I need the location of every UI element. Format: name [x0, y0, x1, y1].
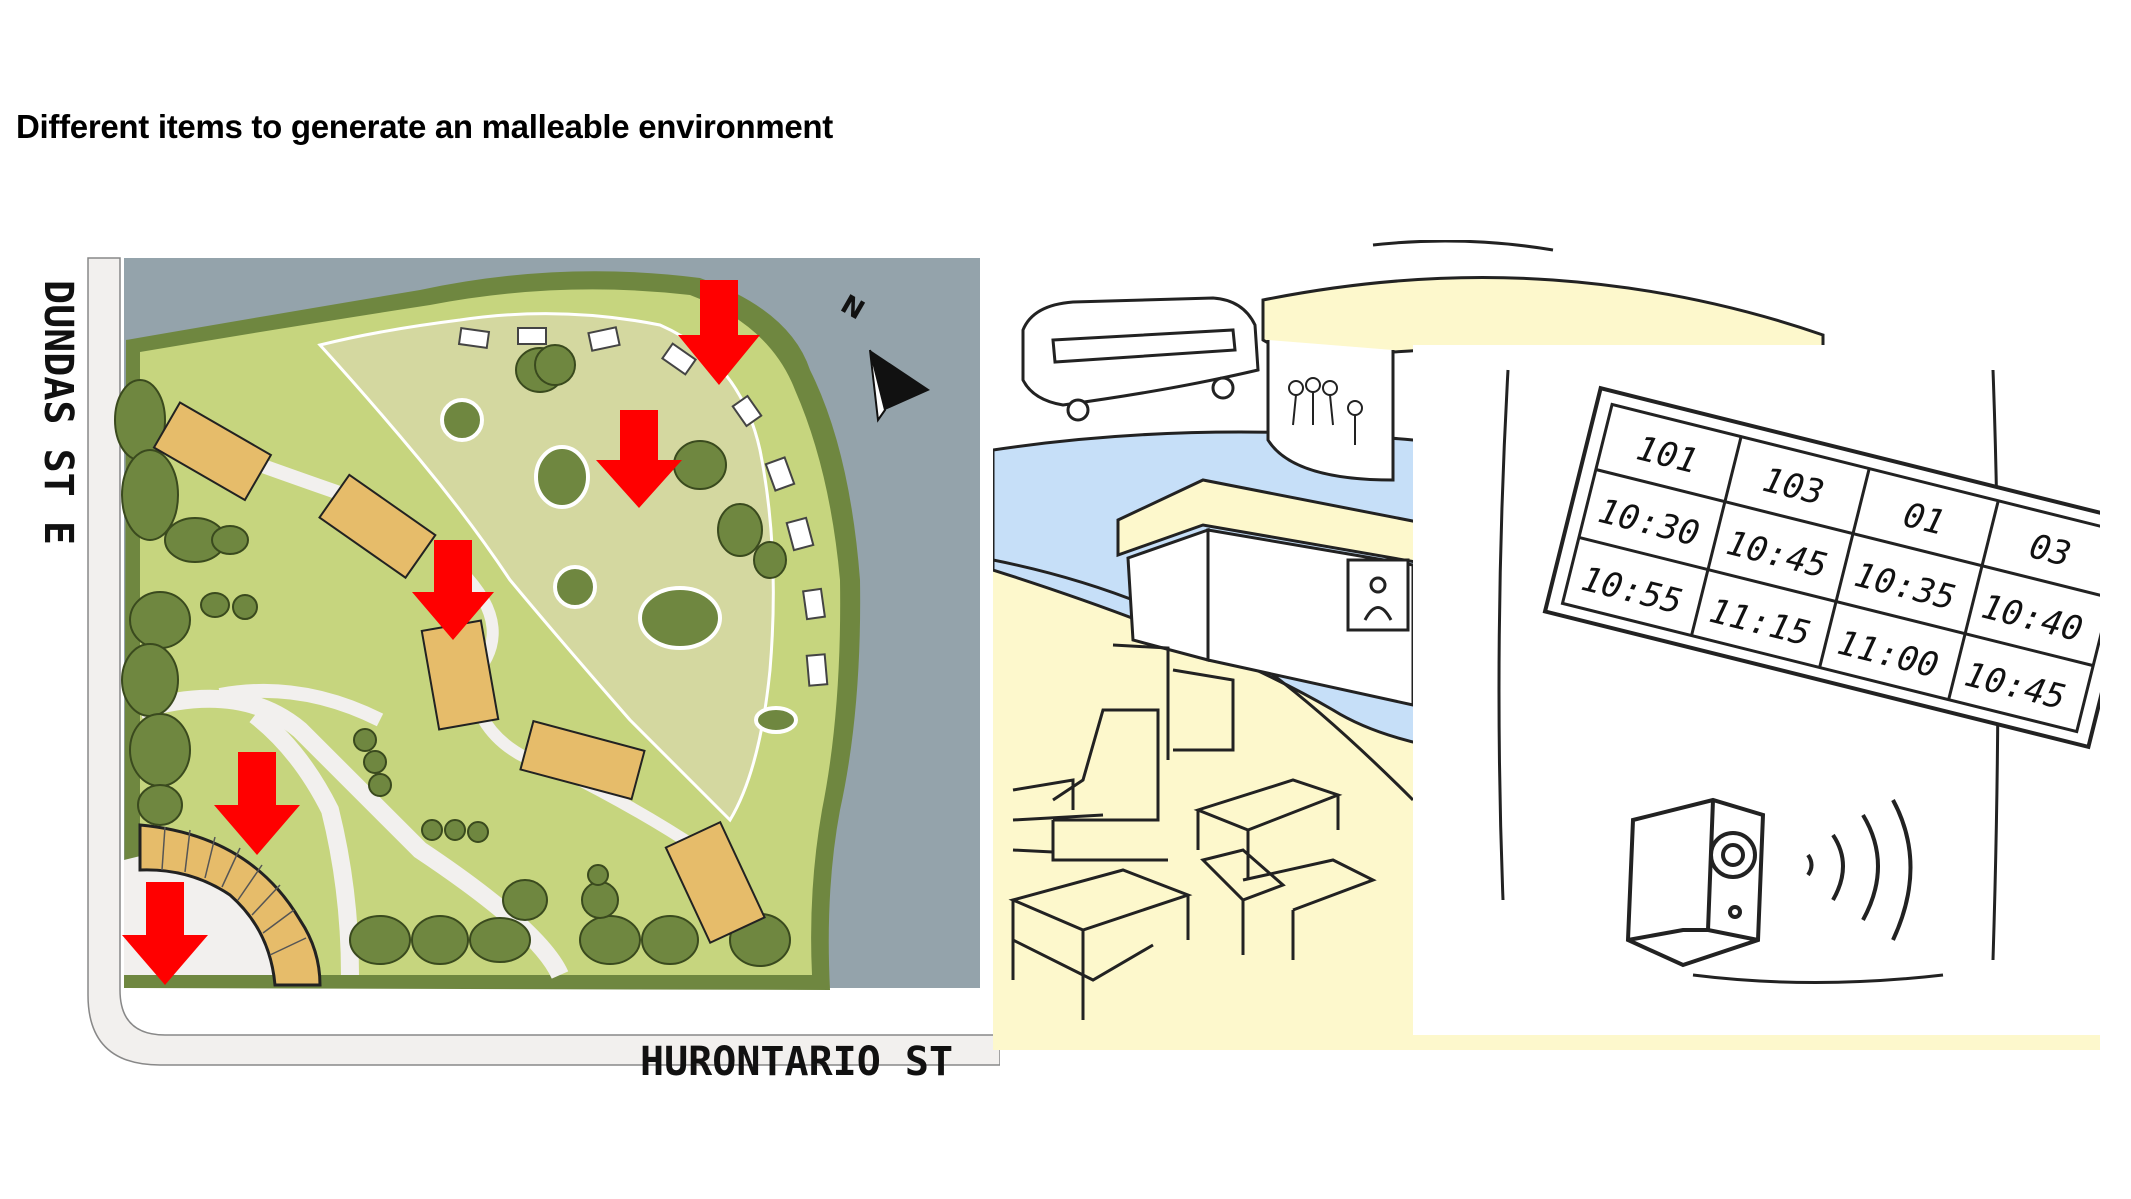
speaker-icon — [1625, 797, 1766, 968]
bus-icon — [1021, 296, 1260, 422]
buildings — [152, 401, 766, 945]
schedule-header-3: 01 — [1899, 495, 1948, 544]
page-title: Different items to generate an malleable… — [16, 108, 833, 145]
arrow-down-icon — [122, 882, 208, 985]
path-3 — [218, 683, 384, 727]
arrow-down-icon — [678, 280, 760, 385]
street-label-hurontario: HURONTARIO ST — [640, 1039, 953, 1085]
arrow-down-icon — [412, 540, 494, 640]
departure-board: 101 103 01 03 10:30 10:45 10:35 10:40 10… — [1542, 385, 2100, 750]
site-plan-map: N DUNDAS ST E HURONTARIO ST — [35, 257, 1000, 1085]
meadow — [317, 312, 775, 823]
arrow-down-icon — [214, 752, 300, 855]
red-arrows — [122, 280, 760, 985]
schedule-header-4: 03 — [2025, 526, 2074, 575]
road — [87, 257, 1000, 1066]
arrow-down-icon — [596, 410, 682, 508]
sound-waves-icon — [1806, 799, 1913, 941]
boardwalk — [138, 823, 322, 987]
street-label-dundas: DUNDAS ST E — [35, 280, 81, 545]
sketch-illustration: 101 103 01 03 10:30 10:45 10:35 10:40 10… — [993, 240, 2100, 1050]
modular-furniture — [1008, 643, 1377, 1020]
ponds — [440, 398, 798, 734]
tree-clusters — [114, 344, 791, 967]
pavilions — [457, 326, 829, 687]
path-1 — [249, 707, 359, 976]
